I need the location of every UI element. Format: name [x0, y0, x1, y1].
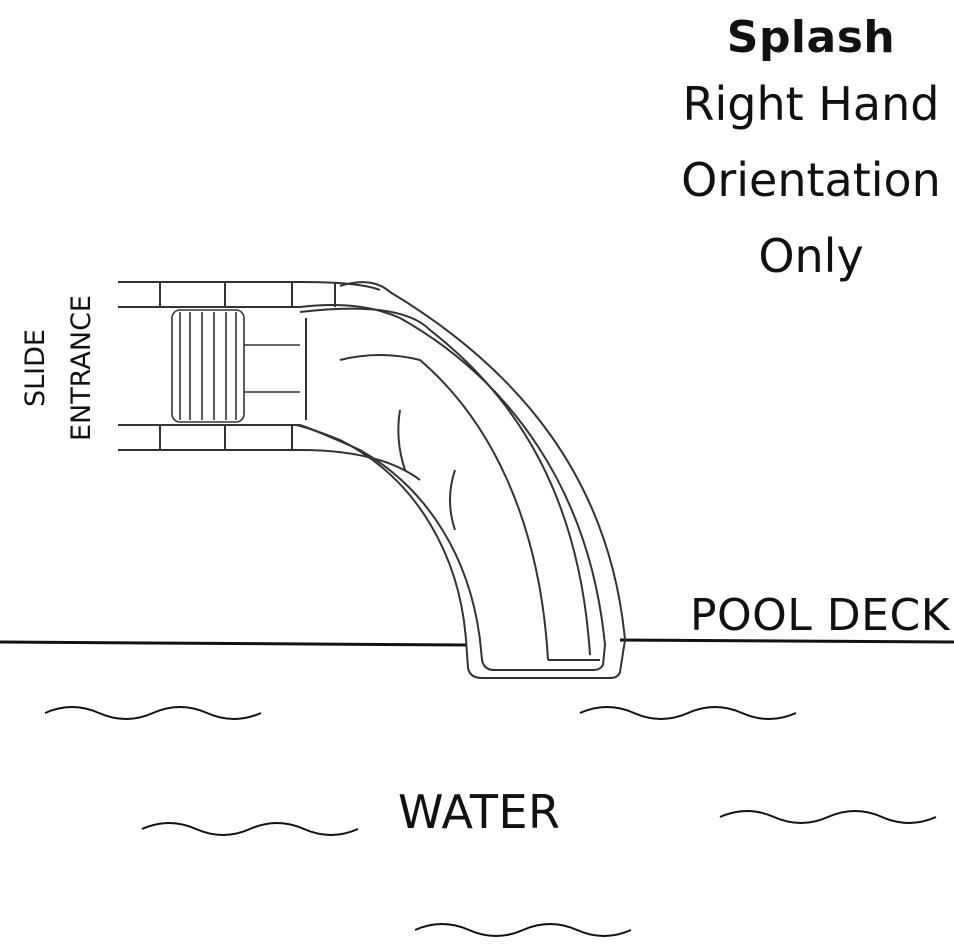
slide-illustration	[118, 281, 626, 679]
orientation-line-3: Only	[758, 229, 864, 283]
ladder	[171, 309, 300, 423]
pool-deck-label: POOL DECK	[690, 590, 951, 641]
water-waves	[44, 706, 937, 937]
title-block: Splash Right Hand Orientation Only	[668, 10, 954, 294]
wave	[719, 810, 937, 824]
entrance-line-2: ENTRANCE	[66, 294, 97, 441]
slide-entrance-text: SLIDE ENTRANCE	[13, 295, 105, 441]
orientation-line-2: Orientation	[681, 153, 941, 207]
water-label: WATER	[398, 785, 561, 839]
orientation-line-1: Right Hand	[682, 77, 940, 131]
pool-deck-line	[0, 638, 954, 647]
wave	[141, 822, 359, 836]
slide-entrance-label: SLIDE ENTRANCE	[14, 280, 104, 455]
wave	[579, 706, 797, 720]
brand-title: Splash	[726, 12, 896, 63]
entrance-line-1: SLIDE	[20, 328, 51, 407]
wave	[414, 923, 632, 937]
wave	[44, 706, 262, 720]
